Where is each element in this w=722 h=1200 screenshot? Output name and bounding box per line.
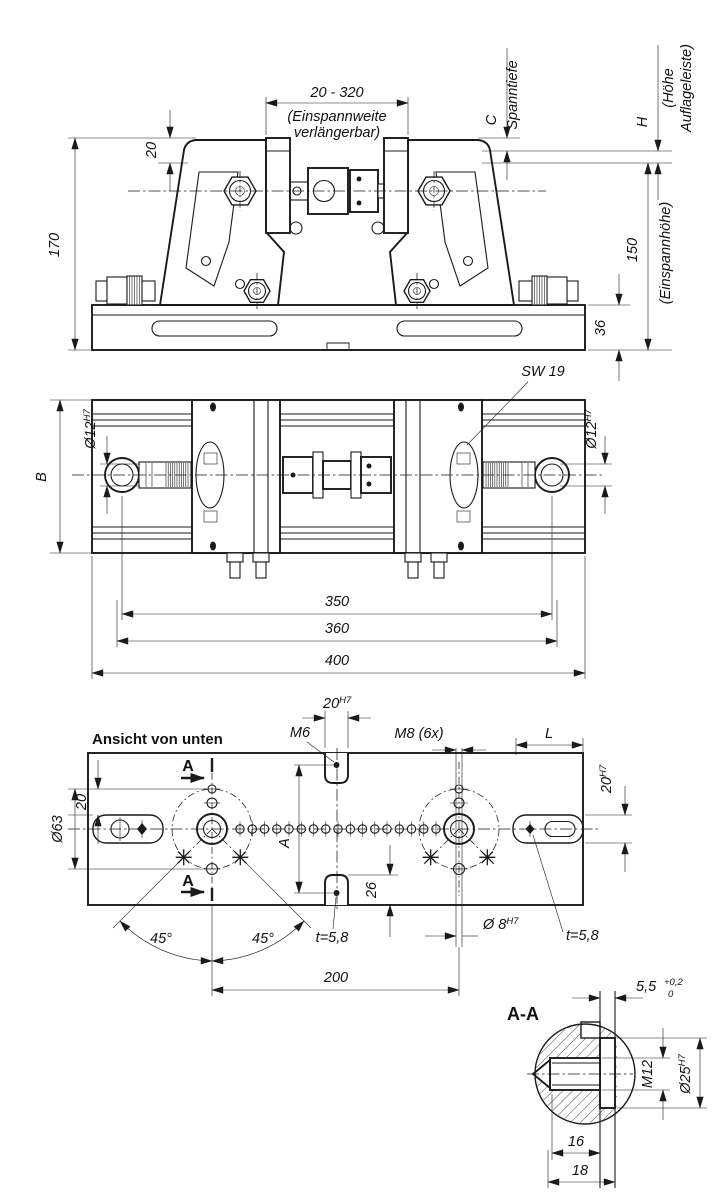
dim-width-label: B [34,472,50,482]
label-m8: M8 (6x) [394,726,443,742]
dim-hole-offset: 20 [74,794,90,811]
bolt-circle-right [418,748,500,947]
dim-55: 5,5 [636,979,657,995]
dim-bore8: Ø 8H7 [482,916,519,933]
label-wrench-size: SW 19 [521,364,565,380]
dim-clamp-height: 150 [625,238,641,262]
label-m6: M6 [290,725,311,741]
front-view: 20 - 320 (Einspannweite verlängerbar) 17… [47,44,695,381]
section-view: A-A 5,5 +0,2 0 M12 Ø25H7 16 18 [507,977,707,1188]
dim-bolt-circle: Ø63 [50,815,66,843]
bottom-view-title: Ansicht von unten [92,731,223,748]
dim-clamping-range-note1: (Einspannweite [287,109,386,125]
dim-360: 360 [325,621,349,637]
dim-bore-left: Ø12H7 [82,409,99,450]
plan-view: SW 19 B Ø12H7 Ø12H7 350 360 400 [34,364,612,679]
section-geometry [527,991,636,1188]
dim-l-label: L [545,726,553,742]
base-plate-front [91,304,586,351]
dim-350: 350 [325,594,349,610]
dim-c-label: C [484,114,500,125]
dim-c-name: Spanntiefe [505,60,521,129]
label-t-left: t=5,8 [316,930,349,946]
bottom-dimensions: 20H7 M6 M8 (6x) L 20H7 Ø63 20 A 26 [50,695,632,996]
dim-400: 400 [325,653,349,669]
dim-base-height: 36 [593,319,609,336]
dim-bore-right: Ø12H7 [583,409,600,450]
dim-angle-right: 45° [252,931,274,947]
dim-55-lower-tol: 0 [668,989,674,1000]
plan-dimensions: SW 19 B Ø12H7 Ø12H7 350 360 400 [34,364,612,679]
section-letter-top: A [182,758,194,775]
front-dimensions: 20 - 320 (Einspannweite verlängerbar) 17… [47,44,695,381]
section-cut-marks: A A [181,758,214,901]
dim-bore25: Ø25H7 [677,1054,694,1095]
dim-a: A [277,838,293,849]
dim-jaw-step: 20 [144,142,160,159]
dim-26: 26 [364,881,380,899]
dim-h-label: H [635,116,651,127]
dim-slot-right: 20H7 [598,764,615,794]
dim-200: 200 [323,970,348,986]
left-jaw-assembly [95,137,303,309]
dim-thread: M12 [640,1060,656,1088]
dim-clamping-range-note2: verlängerbar) [294,125,380,141]
dim-h-name1: (Höhe [661,68,677,108]
section-title: A-A [507,1004,539,1024]
dim-clamp-height-name: (Einspannhöhe) [658,202,674,304]
dim-slot-top: 20H7 [322,695,352,712]
bottom-view: Ansicht von unten [50,695,632,996]
dim-55-upper-tol: +0,2 [664,977,683,988]
dim-16: 16 [568,1134,585,1150]
dim-angle-left: 45° [150,931,172,947]
dim-total-height: 170 [47,233,63,257]
section-dimensions: 5,5 +0,2 0 M12 Ø25H7 16 18 [547,977,707,1188]
section-letter-bottom: A [182,873,194,890]
label-t-right: t=5,8 [566,928,599,944]
dim-h-name2: Auflageleiste) [679,44,695,133]
dim-clamping-range: 20 - 320 [309,85,363,101]
dim-18: 18 [572,1163,588,1179]
